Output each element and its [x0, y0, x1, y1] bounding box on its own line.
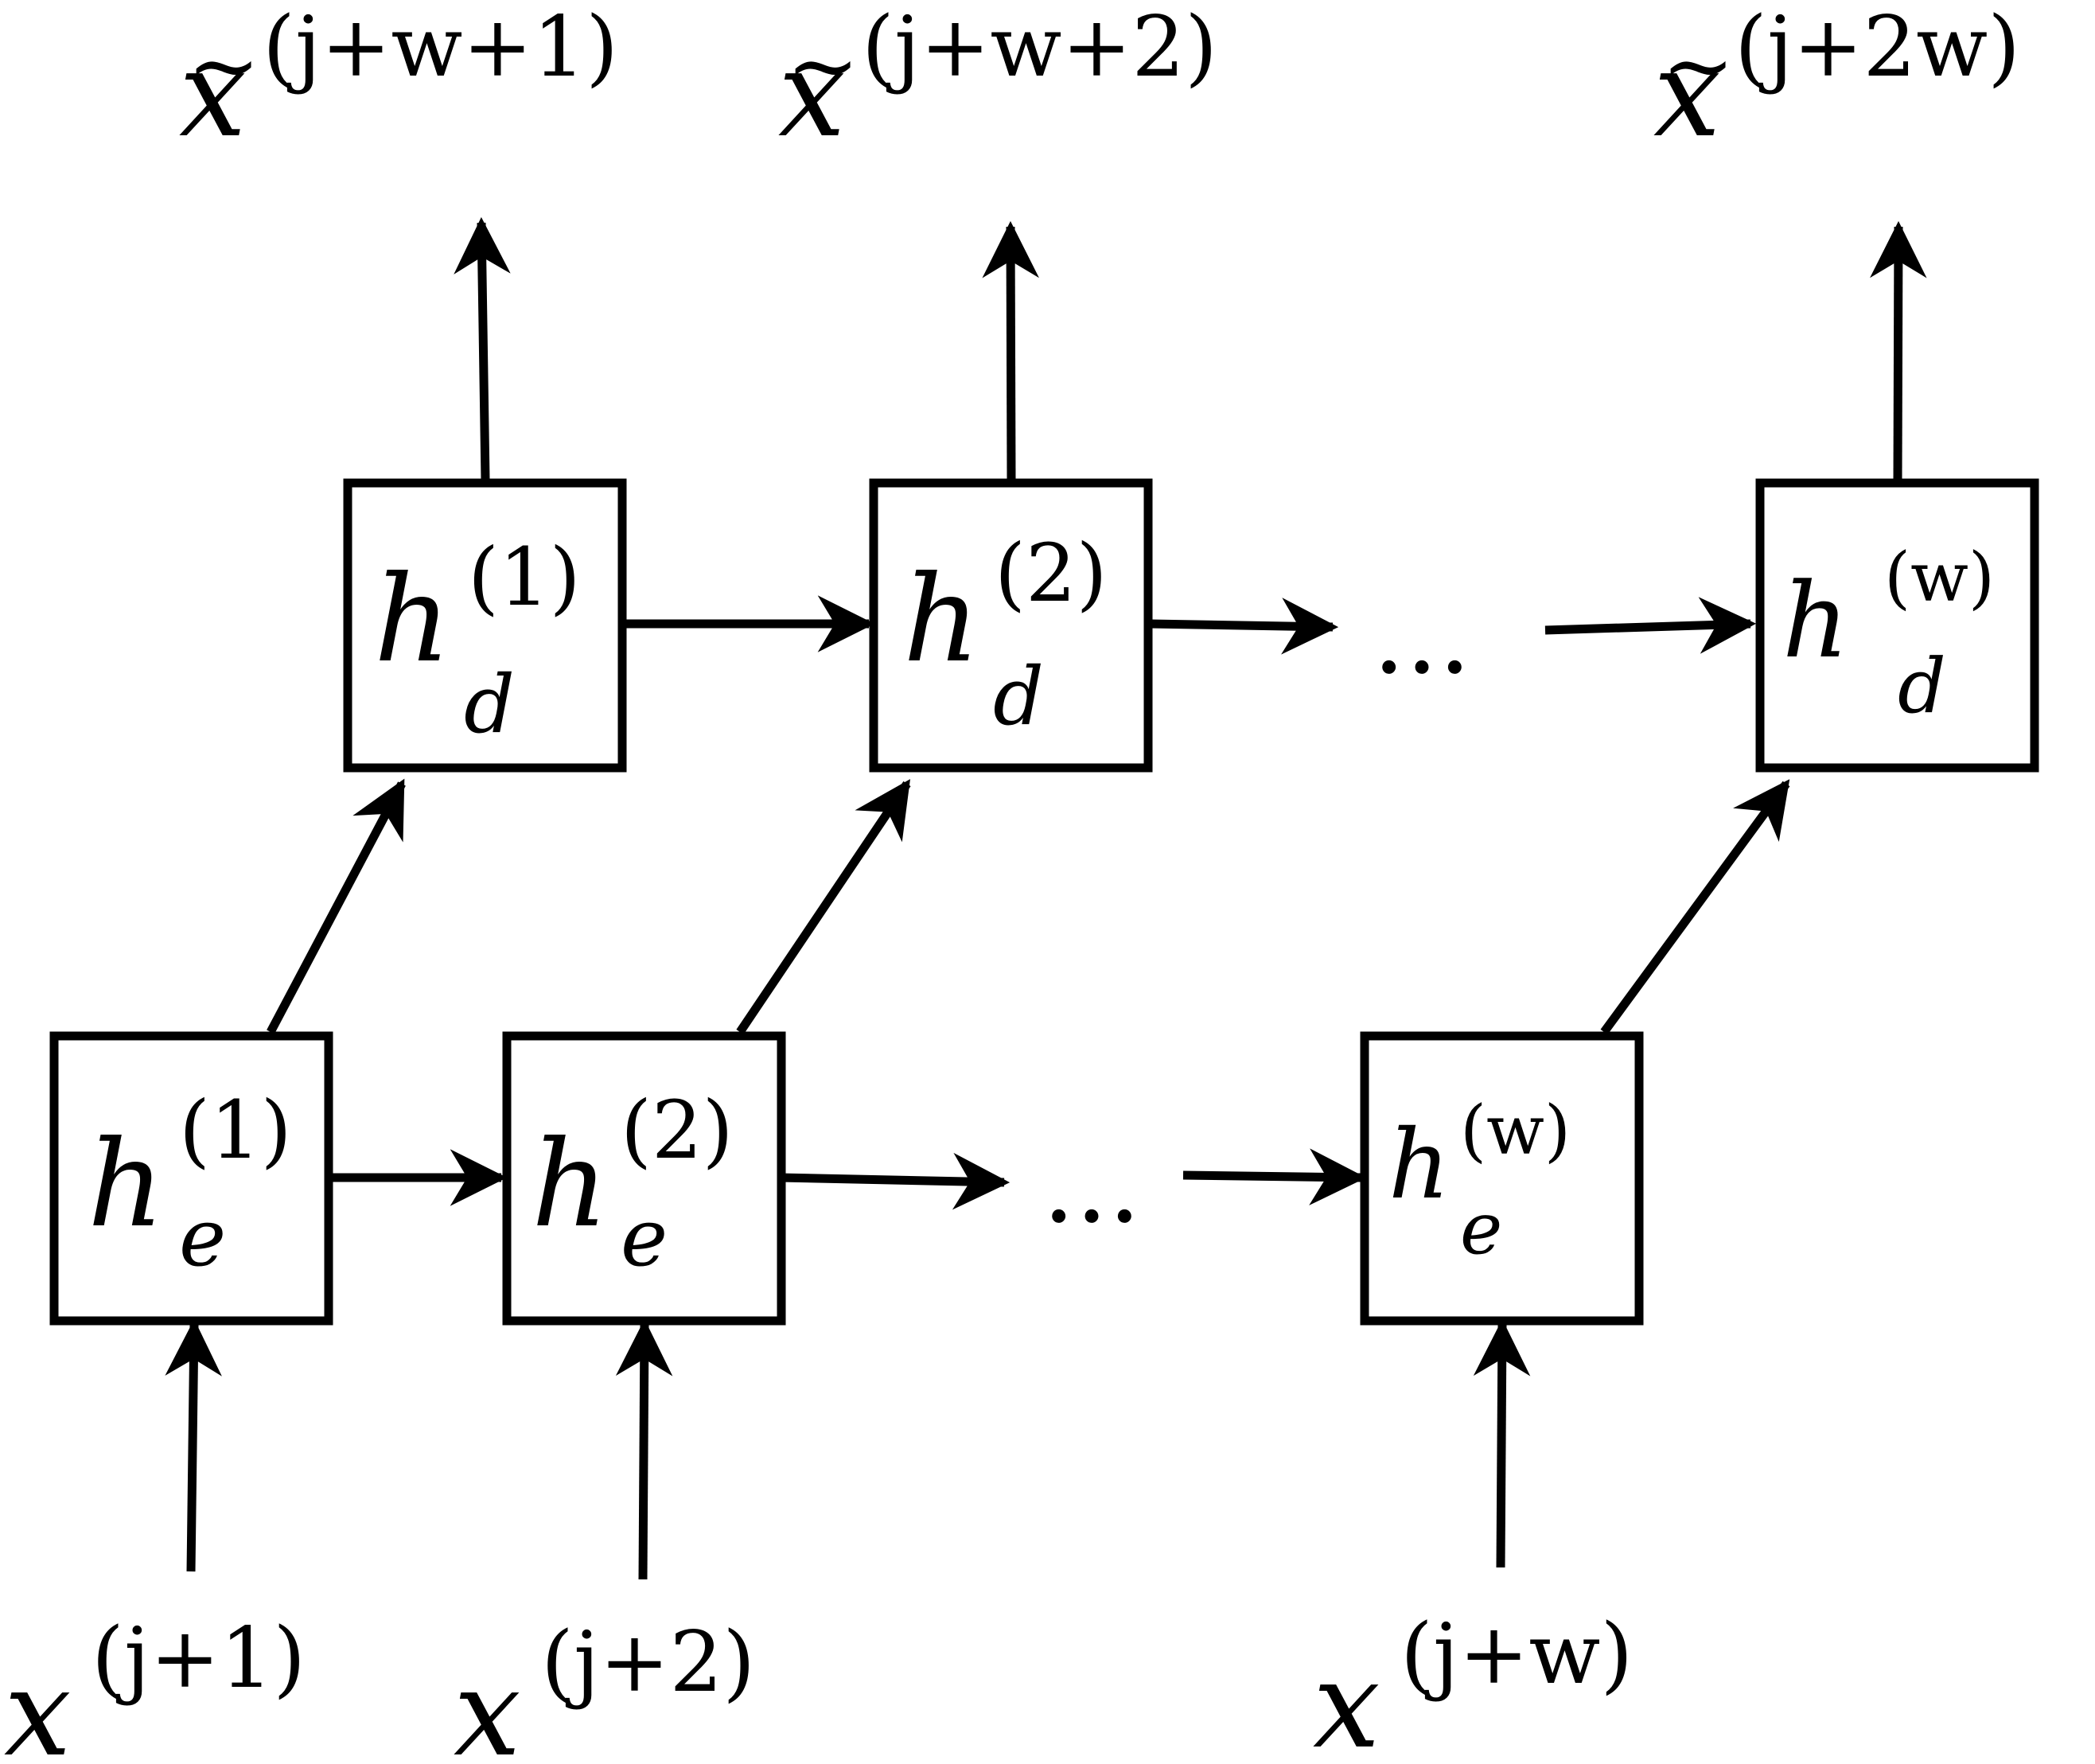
decoder-ellipsis: ...	[1373, 576, 1471, 697]
decoder-cell-1-sub: d	[464, 658, 515, 751]
encoder-cell-w-sub: e	[1460, 1187, 1502, 1271]
input-label-w-base: x	[1313, 1637, 1380, 1764]
decoder-cell-w-sup: (w)	[1884, 539, 1995, 617]
decoder-cell-w-sub: d	[1898, 643, 1946, 730]
encoder-cell-1-sup: (1)	[179, 1084, 292, 1177]
encoder-box-w	[1360, 1031, 1644, 1326]
decoder-cell-1: h d (1)	[343, 478, 627, 773]
decoder-cell-1-base: h	[374, 551, 451, 689]
output-label-2-base: x	[778, 25, 846, 164]
decoder-box-w	[1755, 478, 2039, 773]
input-label-1-sup: (j+1)	[92, 1610, 306, 1707]
encoder-cell-2: h e (2)	[502, 1031, 786, 1326]
output-label-1-base: x	[179, 25, 247, 164]
decoder-cell-2-sup: (2)	[995, 527, 1108, 620]
decoder-cell-2-sub: d	[993, 650, 1044, 743]
input-arrow-1	[165, 1318, 222, 1572]
output-label-w-sup: (j+2w)	[1735, 0, 2020, 95]
output-arrow-1	[454, 216, 511, 481]
enc-dec-arrow-1	[267, 778, 406, 1034]
encoder-cell-1: h e (1)	[49, 1031, 333, 1326]
encoder-box-1	[49, 1031, 333, 1326]
input-label-2-base: x	[454, 1645, 521, 1764]
decoder-box-1	[343, 478, 627, 773]
input-label-1-base: x	[4, 1645, 72, 1764]
output-label-1: ~ x (j+w+1)	[179, 0, 618, 164]
encoder-cell-2-base: h	[532, 1116, 609, 1254]
encoder-arrow-ellipsis-w	[1182, 1148, 1367, 1205]
enc-dec-arrow-2	[736, 779, 911, 1035]
output-label-2-sup: (j+w+2)	[862, 0, 1217, 95]
input-label-2-sup: (j+2)	[541, 1614, 755, 1711]
input-arrow-2	[615, 1318, 673, 1580]
decoder-cell-2-base: h	[903, 551, 980, 689]
decoder-box-2	[869, 478, 1153, 773]
encoder-ellipsis: ...	[1042, 1125, 1141, 1246]
encoder-arrow-2-ellipsis	[779, 1152, 1011, 1210]
decoder-arrow-ellipsis-w	[1544, 597, 1757, 654]
input-label-2: x (j+2)	[454, 1614, 755, 1764]
decoder-cell-w-base: h	[1782, 560, 1849, 681]
encoder-cell-2-sub: e	[621, 1191, 668, 1284]
encoder-cell-w-base: h	[1388, 1110, 1450, 1221]
input-label-1: x (j+1)	[4, 1610, 306, 1764]
edges	[165, 216, 1927, 1580]
output-label-2: ~ x (j+w+2)	[778, 0, 1217, 164]
encoder-cell-1-base: h	[88, 1116, 165, 1254]
decoder-arrow-2-ellipsis	[1149, 598, 1339, 655]
encoder-cell-w-sup: (w)	[1460, 1092, 1571, 1170]
encoder-box-2	[502, 1031, 786, 1326]
decoder-cell-1-sup: (1)	[468, 531, 581, 624]
input-arrow-w	[1473, 1318, 1531, 1568]
output-label-w: ~ x (j+2w)	[1653, 0, 2020, 164]
output-label-1-sup: (j+w+1)	[263, 0, 618, 95]
encoder-cell-w: h e (w)	[1360, 1031, 1644, 1326]
encoder-cell-2-sup: (2)	[621, 1084, 734, 1177]
output-label-2-accent: ~	[786, 14, 859, 116]
decoder-cell-w: h d (w)	[1755, 478, 2039, 773]
output-label-w-accent: ~	[1661, 14, 1735, 116]
input-label-w-sup: (j+w)	[1400, 1606, 1633, 1703]
decoder-cell-2: h d (2)	[869, 478, 1153, 773]
input-label-w: x (j+w)	[1313, 1606, 1633, 1764]
output-label-w-base: x	[1653, 25, 1721, 164]
encoder-cell-1-sub: e	[179, 1191, 226, 1284]
output-label-1-accent: ~	[187, 14, 260, 116]
enc-dec-arrow-w	[1600, 779, 1790, 1035]
